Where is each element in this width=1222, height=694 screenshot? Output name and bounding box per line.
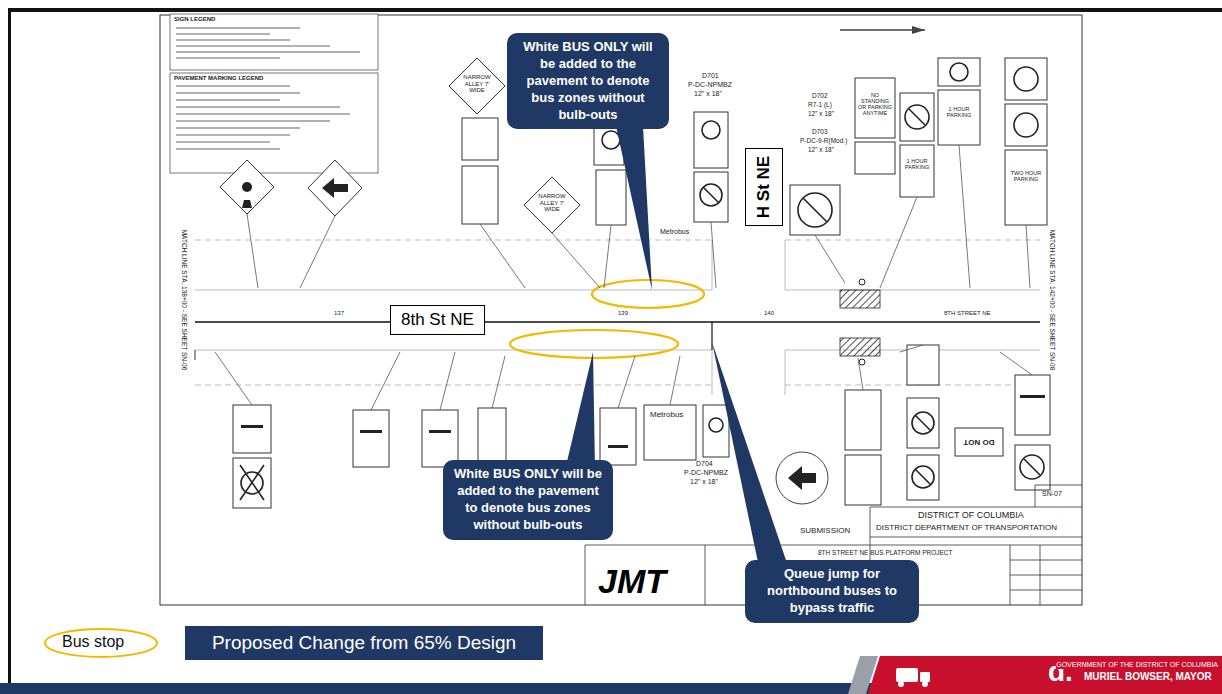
callout-box: White BUS ONLY will be added to the pave… — [507, 33, 669, 129]
firm-logo: JMT — [598, 563, 666, 600]
title-text: 8TH STREET NE BUS PLATFORM PROJECT — [818, 549, 952, 556]
sign-text: TWO HOUR PARKING — [1007, 170, 1045, 182]
legend-text: Bus stop — [62, 633, 124, 651]
match-line: MATCH LINE STA. 142+00 - SEE SHEET SN-08 — [1048, 230, 1055, 371]
sign-text: 1 HOUR PARKING — [902, 158, 932, 170]
sign-text: NARROW ALLEY 7' WIDE — [462, 74, 492, 94]
legend-swatch: Proposed Change from 65% Design — [185, 626, 543, 660]
agency-text: MURIEL BOWSER, MAYOR — [1084, 671, 1212, 682]
sign-text: 1 HOUR PARKING — [940, 106, 978, 118]
sign-code: R7-1 (L) — [808, 101, 832, 108]
sign-code: P-DC-9-R(Mod.) — [800, 137, 847, 144]
title-text: DISTRICT OF COLUMBIA — [918, 511, 1024, 521]
sign-code: D702 — [812, 92, 828, 99]
sign-dimension: 12" x 18" — [694, 90, 722, 98]
station-number: 137 — [334, 310, 344, 317]
agency-text: GOVERNMENT OF THE DISTRICT OF COLUMBIA — [1056, 661, 1218, 669]
sign-dimension: 12" x 18" — [690, 478, 718, 486]
sign-code: P-DC-NPMBZ — [684, 469, 728, 477]
station-number: 140 — [764, 310, 774, 317]
sheet-number: SN-07 — [1042, 490, 1062, 498]
sign-code: D704 — [696, 460, 713, 468]
street-name: H St NE — [754, 156, 774, 218]
callout-box: Queue jump for northbound buses to bypas… — [745, 560, 919, 623]
sign-text: DO NOT — [963, 438, 994, 447]
sign-text: NO STANDING OR PARKING ANYTIME — [857, 92, 893, 116]
sign-text: NARROW ALLEY 7' WIDE — [537, 193, 567, 213]
sign-dimension: 12" x 18" — [808, 110, 834, 117]
sign-text: Metrobus — [650, 411, 683, 420]
node-text: Queue jump for northbound buses to bypas… — [753, 566, 911, 617]
node-text: White BUS ONLY will be added to the pave… — [451, 466, 605, 534]
street-label: 8th St NE — [390, 305, 485, 335]
sign-code: D703 — [812, 128, 828, 135]
title-text: SUBMISSION — [800, 527, 850, 536]
sign-code: P-DC-NPMBZ — [688, 81, 732, 89]
title-text: DISTRICT DEPARTMENT OF TRANSPORTATION — [876, 524, 1057, 533]
sign-text: Metrobus — [660, 228, 689, 236]
node-text: 8th St NE — [401, 310, 474, 330]
node-text: White BUS ONLY will be added to the pave… — [515, 39, 661, 123]
station-number: 139 — [618, 310, 628, 317]
street-label: H St NE — [745, 148, 783, 226]
match-line: MATCH LINE STA. 138+00 - SEE SHEET SN-06 — [180, 230, 187, 371]
callout-box: White BUS ONLY will be added to the pave… — [443, 460, 613, 540]
legend-heading: SIGN LEGEND — [174, 16, 215, 23]
sign-code: D701 — [702, 72, 719, 80]
legend-heading: PAVEMENT MARKING LEGEND — [174, 75, 263, 82]
legend-text: Proposed Change from 65% Design — [212, 632, 516, 654]
sign-dimension: 12" x 18" — [808, 146, 834, 153]
street-text: 8TH STREET NE — [944, 310, 991, 317]
